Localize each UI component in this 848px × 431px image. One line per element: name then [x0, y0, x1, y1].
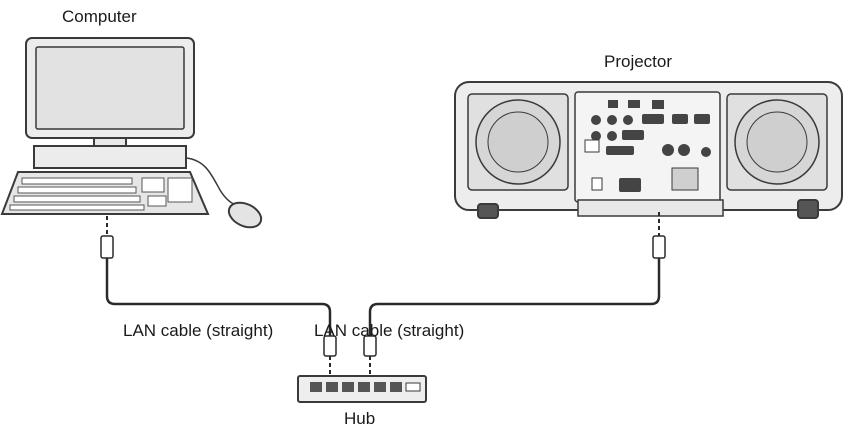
hub-label: Hub [344, 409, 376, 428]
computer-label: Computer [62, 7, 137, 26]
computer-icon [0, 37, 263, 229]
lan-connector-computer [100, 235, 114, 259]
lan-cable-left [105, 258, 332, 336]
hub-icon [297, 375, 427, 403]
cable-label-left: LAN cable (straight) [123, 321, 274, 340]
cable-label-right: LAN cable (straight) [314, 321, 465, 340]
lan-cable-right [368, 256, 661, 336]
projector-icon [454, 81, 843, 219]
projector-label: Projector [604, 52, 673, 71]
lan-connector-projector [652, 235, 666, 259]
